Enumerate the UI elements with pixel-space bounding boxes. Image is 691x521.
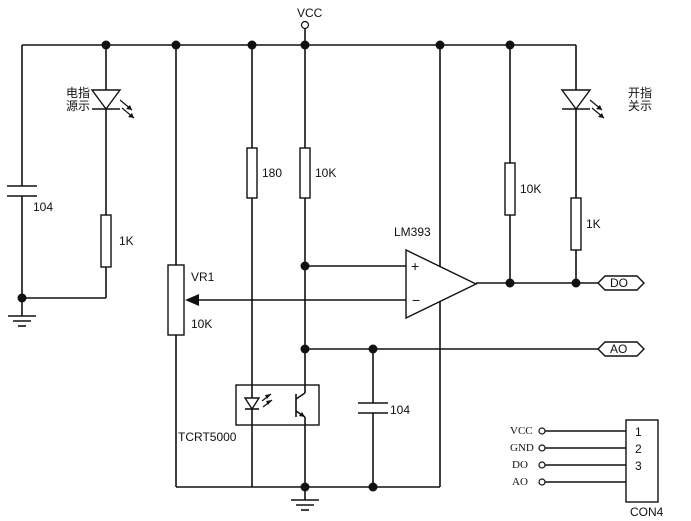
- resistor-power-led: 1K: [100, 214, 134, 298]
- pin-ao-name: AO: [512, 476, 528, 488]
- led-power-label-2: 源: [66, 99, 78, 113]
- comparator-ref: LM393: [394, 225, 431, 239]
- led-power-label-1: 电: [66, 86, 78, 100]
- led-switch-label-3: 指: [640, 85, 652, 100]
- c1-value: 104: [33, 200, 53, 214]
- capacitor-c2: 104: [358, 349, 410, 487]
- junction: [300, 344, 310, 354]
- led-power-label-4: 示: [78, 99, 90, 113]
- sensor-ref: TCRT5000: [178, 430, 237, 444]
- vcc-label: VCC: [297, 6, 323, 20]
- r-switch-led-value: 1K: [586, 217, 601, 231]
- junction: [368, 482, 378, 492]
- port-ao: AO: [597, 341, 645, 357]
- potentiometer-vr1: VR1 10K: [167, 45, 215, 487]
- junction: [300, 261, 310, 271]
- port-do: DO: [597, 275, 645, 291]
- junction: [505, 278, 515, 288]
- capacitor-c1: 104: [7, 45, 53, 298]
- wiper-line: [185, 294, 406, 306]
- resistor-output-pullup: 10K: [504, 45, 541, 283]
- pin-1-num: 1: [635, 425, 642, 439]
- junction: [17, 293, 27, 303]
- pin-2-num: 2: [635, 442, 642, 456]
- led-power-indicator: 电 源 指 示: [66, 45, 135, 215]
- led-switch-indicator: 开 关 指 示: [560, 45, 652, 198]
- connector-con4: CON4 VCC 1 GND 2 DO 3 AO: [510, 419, 664, 519]
- comparator-minus: −: [412, 292, 420, 308]
- vr1-value: 10K: [191, 317, 212, 331]
- junction: [435, 40, 445, 50]
- led-switch-label-2: 关: [628, 99, 640, 113]
- comparator-plus: +: [411, 258, 419, 274]
- junction: [300, 40, 310, 50]
- r-power-led-value: 1K: [119, 234, 134, 248]
- r-ir-value: 180: [262, 166, 282, 180]
- junction: [247, 40, 257, 50]
- comparator-lm393: + − LM393: [394, 45, 478, 487]
- junction: [368, 344, 378, 354]
- ground-left: [8, 297, 106, 327]
- resistor-switch-led: 1K: [570, 197, 601, 283]
- pin-3-num: 3: [635, 459, 642, 473]
- port-ao-label: AO: [610, 342, 627, 356]
- pin-vcc-name: VCC: [510, 425, 533, 437]
- connector-pin-do: DO 3: [512, 459, 642, 473]
- junction: [505, 40, 515, 50]
- c2-value: 104: [390, 403, 410, 417]
- junction: [571, 278, 581, 288]
- junction: [300, 482, 310, 492]
- junction: [171, 40, 181, 50]
- junction: [101, 40, 111, 50]
- led-switch-label-1: 开: [628, 86, 640, 100]
- connector-pin-ao: AO: [512, 476, 626, 488]
- connector-pin-vcc: VCC 1: [510, 425, 642, 439]
- vr1-ref: VR1: [191, 270, 215, 284]
- vcc-terminal: VCC: [297, 6, 323, 45]
- led-power-label-3: 指: [78, 85, 90, 100]
- port-do-label: DO: [610, 276, 628, 290]
- junctions: [17, 40, 581, 492]
- r-output-pullup-value: 10K: [520, 182, 541, 196]
- led-switch-label-4: 示: [640, 99, 652, 113]
- connector-ref: CON4: [630, 505, 664, 519]
- pin-gnd-name: GND: [510, 442, 534, 454]
- resistor-sensor-pullup: 10K: [299, 45, 336, 385]
- pin-do-name: DO: [512, 459, 528, 471]
- connector-pin-gnd: GND 2: [510, 442, 642, 456]
- sensor-tcrt5000: TCRT5000: [178, 384, 320, 444]
- r-sensor-pullup-value: 10K: [315, 166, 336, 180]
- resistor-ir-led: 180: [246, 45, 282, 487]
